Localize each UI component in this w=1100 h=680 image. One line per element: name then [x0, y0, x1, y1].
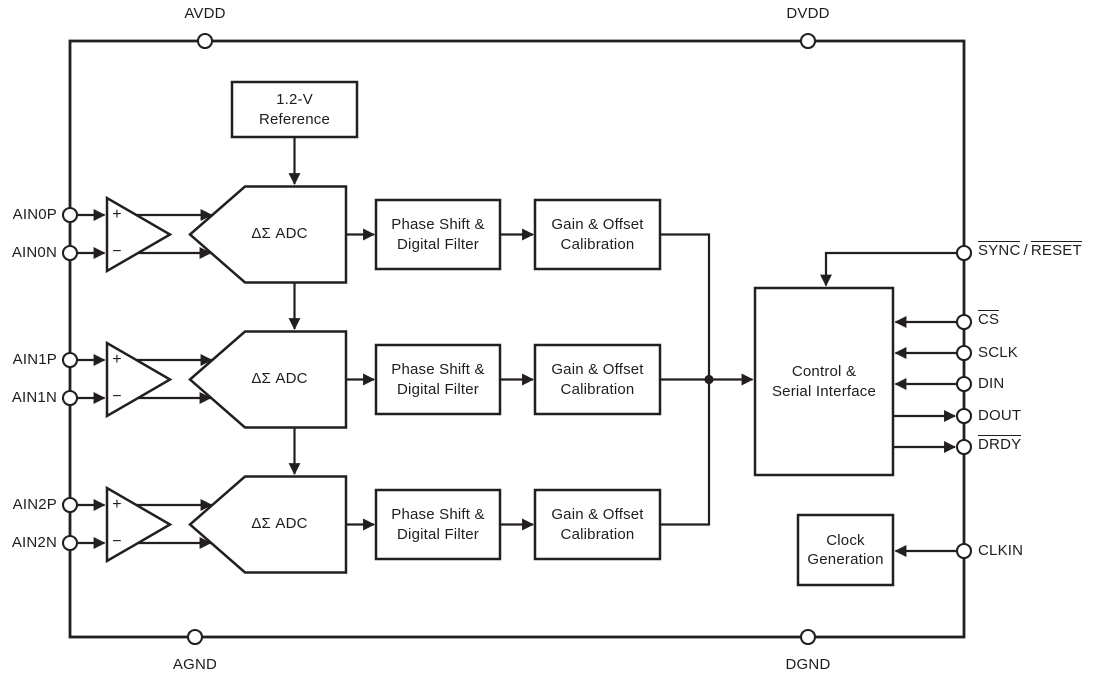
dvdd-pin-label: DVDD [786, 5, 830, 22]
sync-reset-pin-label: SYNC/RESET [978, 241, 1082, 261]
wire-cal1-bus [660, 233, 711, 380]
dgnd-pin-label: DGND [785, 656, 831, 673]
cs-pin-label: CS [978, 310, 1000, 330]
control-block-label: Control & Serial Interface [755, 288, 893, 475]
ain0p-pin-circle [61, 206, 79, 224]
cal1-line2: Calibration [560, 235, 635, 253]
ain1n-pin-label: AIN1N [11, 389, 57, 406]
cal1-block-box [533, 198, 662, 271]
pin-circles [61, 32, 973, 646]
drdy-pin-label: DRDY [978, 435, 1022, 455]
clock-line2: Generation [807, 551, 884, 568]
ain2n-pin-circle [61, 534, 79, 552]
cs-pin-circle [955, 313, 973, 331]
clock-line1: Clock [826, 531, 865, 549]
cal1-block-label: Gain & Offset Calibration [535, 200, 660, 269]
control-block-box [753, 286, 895, 477]
filter3-block-box [374, 488, 502, 561]
clock-block-label: Clock Generation [798, 515, 893, 585]
sclk-pin-label: SCLK [978, 344, 1018, 361]
adc2-block-shape [188, 330, 348, 429]
chip-outline [68, 39, 966, 639]
cs-label: CS [978, 310, 1000, 328]
adc2-block-label: ΔΣ ADC [251, 370, 308, 388]
control-line2: Serial Interface [771, 382, 877, 400]
dout-pin-circle [955, 407, 973, 425]
reference-line1: 1.2-V [276, 91, 313, 108]
wire-sync-reset [820, 251, 957, 287]
amp2-plus-sign: + [112, 351, 122, 368]
cal3-block-label: Gain & Offset Calibration [535, 490, 660, 559]
control-line1: Control & [791, 363, 857, 380]
sync-reset-separator: / [1023, 242, 1028, 259]
ain1n-pin-circle [61, 389, 79, 407]
adc3-block-shape [188, 475, 348, 574]
ain2n-pin-label: AIN2N [11, 534, 57, 551]
avdd-pin-circle [196, 32, 214, 50]
drdy-pin-circle [955, 438, 973, 456]
wire-cal3-bus [660, 379, 711, 526]
agnd-pin-circle [186, 628, 204, 646]
cal2-line2: Calibration [560, 380, 635, 398]
sync-reset-pin-circle [955, 244, 973, 262]
ain1p-pin-circle [61, 351, 79, 369]
amp2-minus-sign: − [112, 388, 122, 405]
amp1-plus-sign: + [112, 206, 122, 223]
ain0p-pin-label: AIN0P [12, 206, 57, 223]
filter2-line2: Digital Filter [397, 380, 479, 398]
cal2-block-label: Gain & Offset Calibration [535, 345, 660, 414]
filter2-block-box [374, 343, 502, 416]
cal1-line1: Gain & Offset [551, 216, 644, 233]
blocks [105, 80, 895, 587]
adc3-block-label: ΔΣ ADC [251, 515, 308, 533]
adc1-block-label: ΔΣ ADC [251, 225, 308, 243]
cal3-line2: Calibration [560, 525, 635, 543]
drdy-label: DRDY [978, 435, 1022, 453]
sync-label: SYNC [978, 241, 1021, 259]
amp3-minus-sign: − [112, 533, 122, 550]
clock-block-box [796, 513, 895, 587]
reference-line2: Reference [258, 110, 330, 128]
filter3-line1: Phase Shift & [391, 506, 485, 523]
clkin-pin-circle [955, 542, 973, 560]
din-pin-label: DIN [978, 375, 1005, 392]
din-pin-circle [955, 375, 973, 393]
reference-block-label: 1.2-V Reference [232, 82, 357, 137]
filter3-line2: Digital Filter [397, 525, 479, 543]
filter1-block-box [374, 198, 502, 271]
ain0n-pin-circle [61, 244, 79, 262]
cal3-block-box [533, 488, 662, 561]
clkin-pin-label: CLKIN [978, 542, 1024, 559]
agnd-pin-label: AGND [172, 656, 218, 673]
filter1-line2: Digital Filter [397, 235, 479, 253]
bus-junction-dot [704, 374, 714, 385]
filter3-block-label: Phase Shift & Digital Filter [376, 490, 500, 559]
cal2-block-box [533, 343, 662, 416]
amp1-triangle [105, 195, 173, 274]
filter1-line1: Phase Shift & [391, 216, 485, 233]
dvdd-pin-circle [799, 32, 817, 50]
ain0n-pin-label: AIN0N [11, 244, 57, 261]
cal2-line1: Gain & Offset [551, 361, 644, 378]
dgnd-pin-circle [799, 628, 817, 646]
adc1-block-shape [188, 185, 348, 284]
filter2-block-label: Phase Shift & Digital Filter [376, 345, 500, 414]
amp3-triangle [105, 485, 173, 564]
amp2-triangle [105, 340, 173, 419]
wires [77, 137, 957, 557]
reset-label: RESET [1030, 241, 1082, 259]
reference-block-box [230, 80, 359, 139]
dout-pin-label: DOUT [978, 407, 1022, 424]
avdd-pin-label: AVDD [184, 5, 226, 22]
cal3-line1: Gain & Offset [551, 506, 644, 523]
ain2p-pin-label: AIN2P [12, 496, 57, 513]
amp1-minus-sign: − [112, 243, 122, 260]
ain1p-pin-label: AIN1P [12, 351, 57, 368]
filter1-block-label: Phase Shift & Digital Filter [376, 200, 500, 269]
sclk-pin-circle [955, 344, 973, 362]
amp3-plus-sign: + [112, 496, 122, 513]
ain2p-pin-circle [61, 496, 79, 514]
filter2-line1: Phase Shift & [391, 361, 485, 378]
